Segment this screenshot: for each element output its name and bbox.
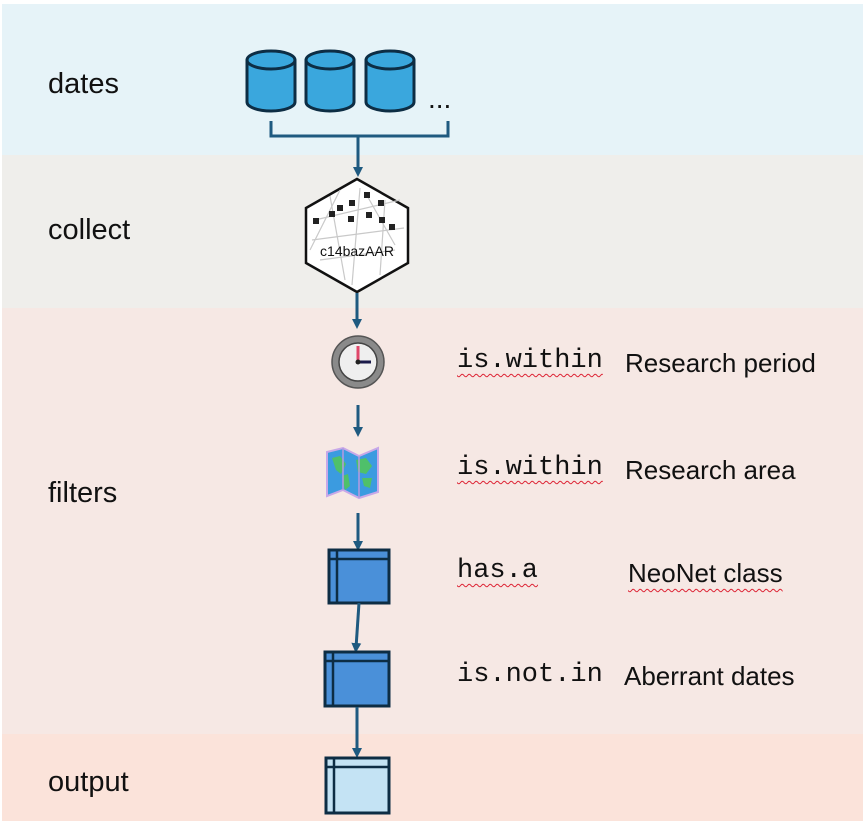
database-icon — [364, 49, 416, 113]
ellipsis: ... — [428, 83, 451, 114]
filter-description: Research area — [625, 455, 796, 485]
clock-icon — [331, 335, 385, 389]
output-table-icon — [324, 756, 391, 815]
database-icon — [304, 49, 356, 113]
filter-code: is.within — [457, 453, 603, 483]
filter-description: Aberrant dates — [624, 661, 795, 691]
collect-band — [2, 155, 863, 308]
filter-description: Research period — [625, 348, 816, 378]
collector-label: c14bazAAR — [320, 243, 394, 259]
dates-band — [2, 4, 863, 155]
filters-band — [2, 308, 863, 734]
stage-label-collect: collect — [48, 214, 131, 246]
filter-code: is.not.in — [457, 660, 603, 690]
filter-code: is.within — [457, 346, 603, 376]
table-icon — [327, 548, 391, 605]
stage-label-output: output — [48, 766, 129, 798]
arrow — [351, 602, 362, 653]
database-icon — [245, 49, 297, 113]
c14bazaar-hex-icon: c14bazAAR — [304, 177, 410, 294]
merge-bracket — [269, 121, 450, 138]
output-band — [2, 734, 863, 821]
filter-code: has.a — [457, 556, 539, 586]
stage-label-filters: filters — [48, 477, 118, 509]
filter-description: NeoNet class — [628, 558, 783, 588]
world-map-icon — [326, 446, 379, 500]
stage-label-dates: dates — [48, 68, 119, 100]
table-icon — [323, 650, 391, 708]
